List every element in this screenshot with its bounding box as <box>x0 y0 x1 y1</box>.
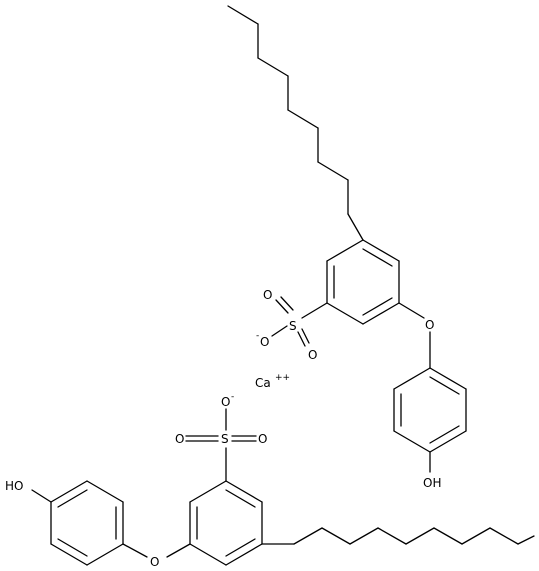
bottom-sulfonate-oxygen-anion: O <box>221 395 230 409</box>
top-phenol-ring: OH <box>393 367 467 490</box>
bottom-octyl-chain <box>261 527 535 545</box>
top-sulfonate-group: O S O O - <box>256 288 328 362</box>
bottom-ether-oxygen: O <box>150 555 159 569</box>
top-ether-linkage: O <box>398 302 434 369</box>
bottom-ether-linkage: O <box>122 543 191 569</box>
top-negative-charge: - <box>256 331 259 341</box>
top-octyl-chain <box>227 5 364 241</box>
calcium-ion: Ca ++ <box>255 373 290 390</box>
bottom-negative-charge: - <box>231 392 234 402</box>
bottom-sulfonate-oxygen-a: O <box>175 432 184 446</box>
calcium-symbol: Ca <box>255 376 271 390</box>
calcium-charge: ++ <box>275 373 290 383</box>
top-central-ring <box>326 239 400 325</box>
bottom-central-ring <box>189 480 263 566</box>
top-hydroxyl-group: OH <box>423 476 441 490</box>
top-ether-oxygen: O <box>425 318 434 332</box>
bottom-sulfonate-oxygen-b: O <box>258 432 267 446</box>
top-sulfur-atom: S <box>289 319 297 333</box>
bottom-sulfur-atom: S <box>221 432 229 446</box>
bottom-sulfonate-group: O - O S O <box>175 392 267 482</box>
top-sulfonate-oxygen-a: O <box>263 288 272 302</box>
top-sulfonate-oxygen-b: O <box>308 348 317 362</box>
top-sulfonate-oxygen-anion: O <box>260 335 269 349</box>
bottom-hydroxyl-group: HO <box>5 479 23 493</box>
bottom-phenol-ring: HO <box>5 479 124 566</box>
